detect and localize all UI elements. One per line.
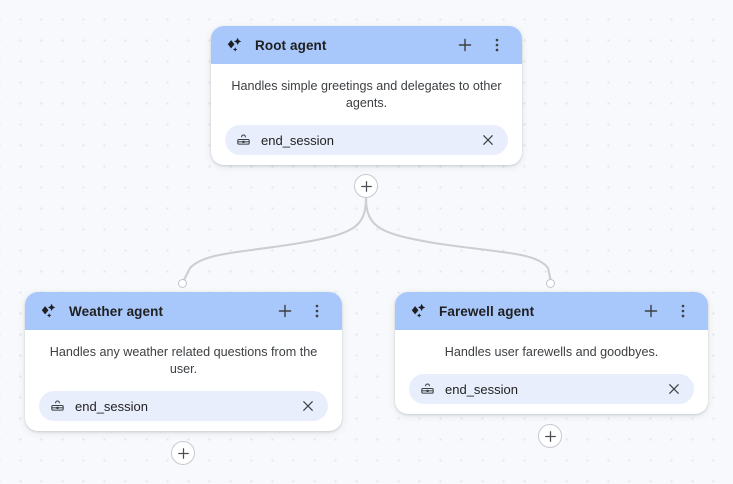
add-node-handle-weather[interactable] xyxy=(171,441,195,465)
plus-icon xyxy=(644,304,658,318)
add-child-button[interactable] xyxy=(274,300,296,322)
toolbox-icon xyxy=(51,399,64,411)
add-child-button[interactable] xyxy=(640,300,662,322)
plus-icon xyxy=(177,447,189,459)
add-child-button[interactable] xyxy=(454,34,476,56)
tool-name: end_session xyxy=(261,132,334,148)
node-header: Farewell agent xyxy=(395,292,708,330)
tool-name: end_session xyxy=(445,381,518,397)
node-body: Handles any weather related questions fr… xyxy=(25,330,342,431)
sparkle-agent-icon xyxy=(411,303,426,318)
tool-chip[interactable]: end_session xyxy=(409,374,694,404)
remove-tool-icon[interactable] xyxy=(480,132,496,148)
input-port-weather xyxy=(178,279,187,288)
tool-name: end_session xyxy=(75,398,148,414)
toolbox-icon xyxy=(421,382,434,394)
agent-node-farewell[interactable]: Farewell agent Handles user farewells an… xyxy=(395,292,708,414)
node-menu-button[interactable] xyxy=(486,34,508,56)
tool-chip[interactable]: end_session xyxy=(39,391,328,421)
remove-tool-icon[interactable] xyxy=(300,398,316,414)
node-body: Handles simple greetings and delegates t… xyxy=(211,64,522,165)
node-menu-button[interactable] xyxy=(306,300,328,322)
sparkle-agent-icon xyxy=(41,303,56,318)
node-header: Root agent xyxy=(211,26,522,64)
node-title: Root agent xyxy=(255,37,327,53)
edge-root-to-farewell xyxy=(364,196,553,284)
more-vert-icon xyxy=(495,38,499,52)
sparkle-agent-icon xyxy=(227,37,242,52)
node-description: Handles user farewells and goodbyes. xyxy=(444,345,659,359)
more-vert-icon xyxy=(681,304,685,318)
plus-icon xyxy=(458,38,472,52)
add-node-handle-root[interactable] xyxy=(354,174,378,198)
add-node-handle-farewell[interactable] xyxy=(538,424,562,448)
remove-tool-icon[interactable] xyxy=(666,381,682,397)
node-body: Handles user farewells and goodbyes. end… xyxy=(395,330,708,414)
node-description: Handles any weather related questions fr… xyxy=(49,345,318,376)
toolbox-icon xyxy=(237,133,250,145)
plus-icon xyxy=(360,180,372,192)
node-title: Weather agent xyxy=(69,303,164,319)
node-menu-button[interactable] xyxy=(672,300,694,322)
node-header: Weather agent xyxy=(25,292,342,330)
tool-chip[interactable]: end_session xyxy=(225,125,508,155)
node-title: Farewell agent xyxy=(439,303,535,319)
agent-node-root[interactable]: Root agent Handles simple greetings and … xyxy=(211,26,522,165)
edge-root-to-weather xyxy=(181,196,368,284)
agent-node-weather[interactable]: Weather agent Handles any weather relate… xyxy=(25,292,342,431)
plus-icon xyxy=(544,430,556,442)
input-port-farewell xyxy=(546,279,555,288)
more-vert-icon xyxy=(315,304,319,318)
node-description: Handles simple greetings and delegates t… xyxy=(231,79,502,110)
plus-icon xyxy=(278,304,292,318)
